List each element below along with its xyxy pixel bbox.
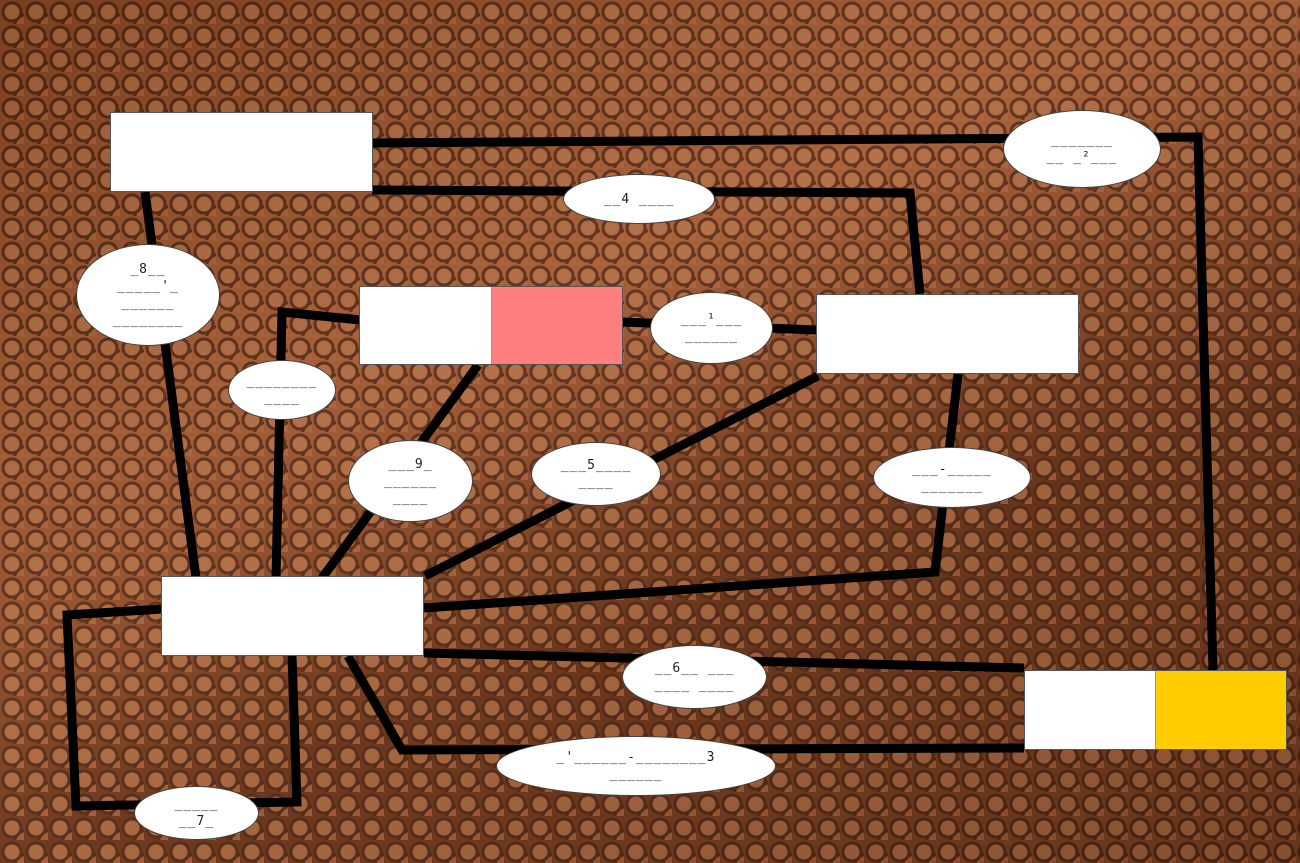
box-top-left [110,112,373,192]
label-bubble-left: ________ ____ [228,360,336,420]
label-bubble-9: ___9_ ______ ____ [348,440,473,522]
label-bubble-1: ___¹___ ______ [650,292,773,364]
label-bubble-7: _____ __7_ [134,786,259,840]
connector-center-to-yellow-bottom [344,653,1025,755]
connector-top-to-right-box [371,185,925,295]
label-bubble-3: _'______-________3 ______ [496,736,776,796]
label-bubble-2: _______ __ _²___ [1003,110,1161,188]
connector-loop [62,604,302,811]
label-bubble-8: _8__ _____'_ ______ ________ [76,244,220,346]
label-bubble-right: ___-_____ _______ [873,447,1031,508]
connector-top-right [371,132,1218,671]
label-bubble-5: ___5____ ____ [531,442,661,506]
connector-small-red-left [271,307,361,579]
label-bubble-4: __4 ____ [563,174,715,224]
box-center [161,576,424,656]
label-bubble-6: __6__ ___ ____ ____ [622,645,767,709]
red-swatch [490,287,622,364]
box-yellow-blank [1025,671,1155,749]
box-small-red-blank [360,287,491,364]
box-small-red [359,286,623,365]
connector-right-box-down [423,373,963,613]
box-yellow [1024,670,1287,750]
box-right [816,294,1079,374]
yellow-swatch [1155,671,1286,749]
